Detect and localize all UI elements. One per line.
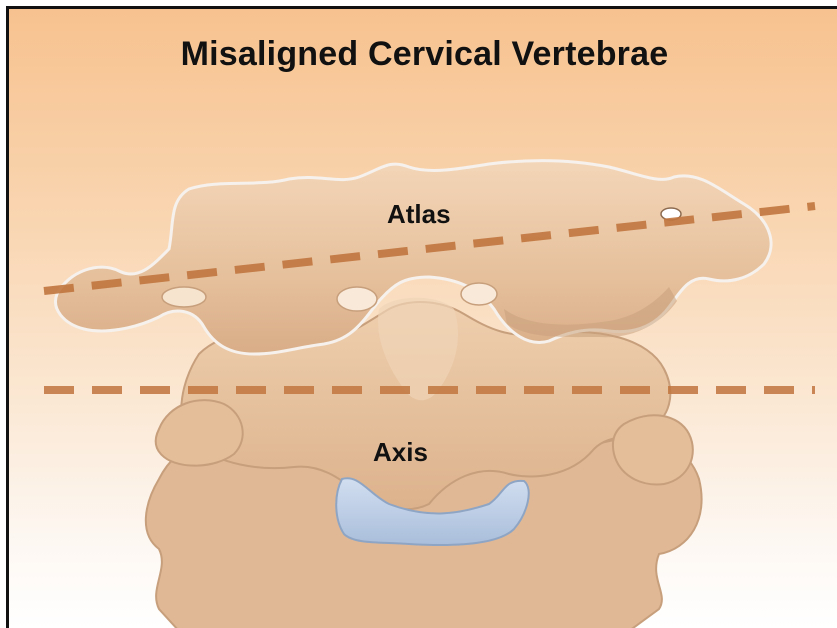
diagram-frame: Misaligned Cervical Vertebrae — [6, 6, 837, 628]
axis-label: Axis — [373, 437, 428, 468]
atlas-label: Atlas — [387, 199, 451, 230]
atlas-right-foramen — [461, 283, 497, 305]
atlas-left-foramen — [162, 287, 206, 307]
vertebrae-illustration — [9, 9, 837, 628]
axis-left-process — [156, 400, 243, 465]
atlas-center-foramen — [337, 287, 377, 311]
